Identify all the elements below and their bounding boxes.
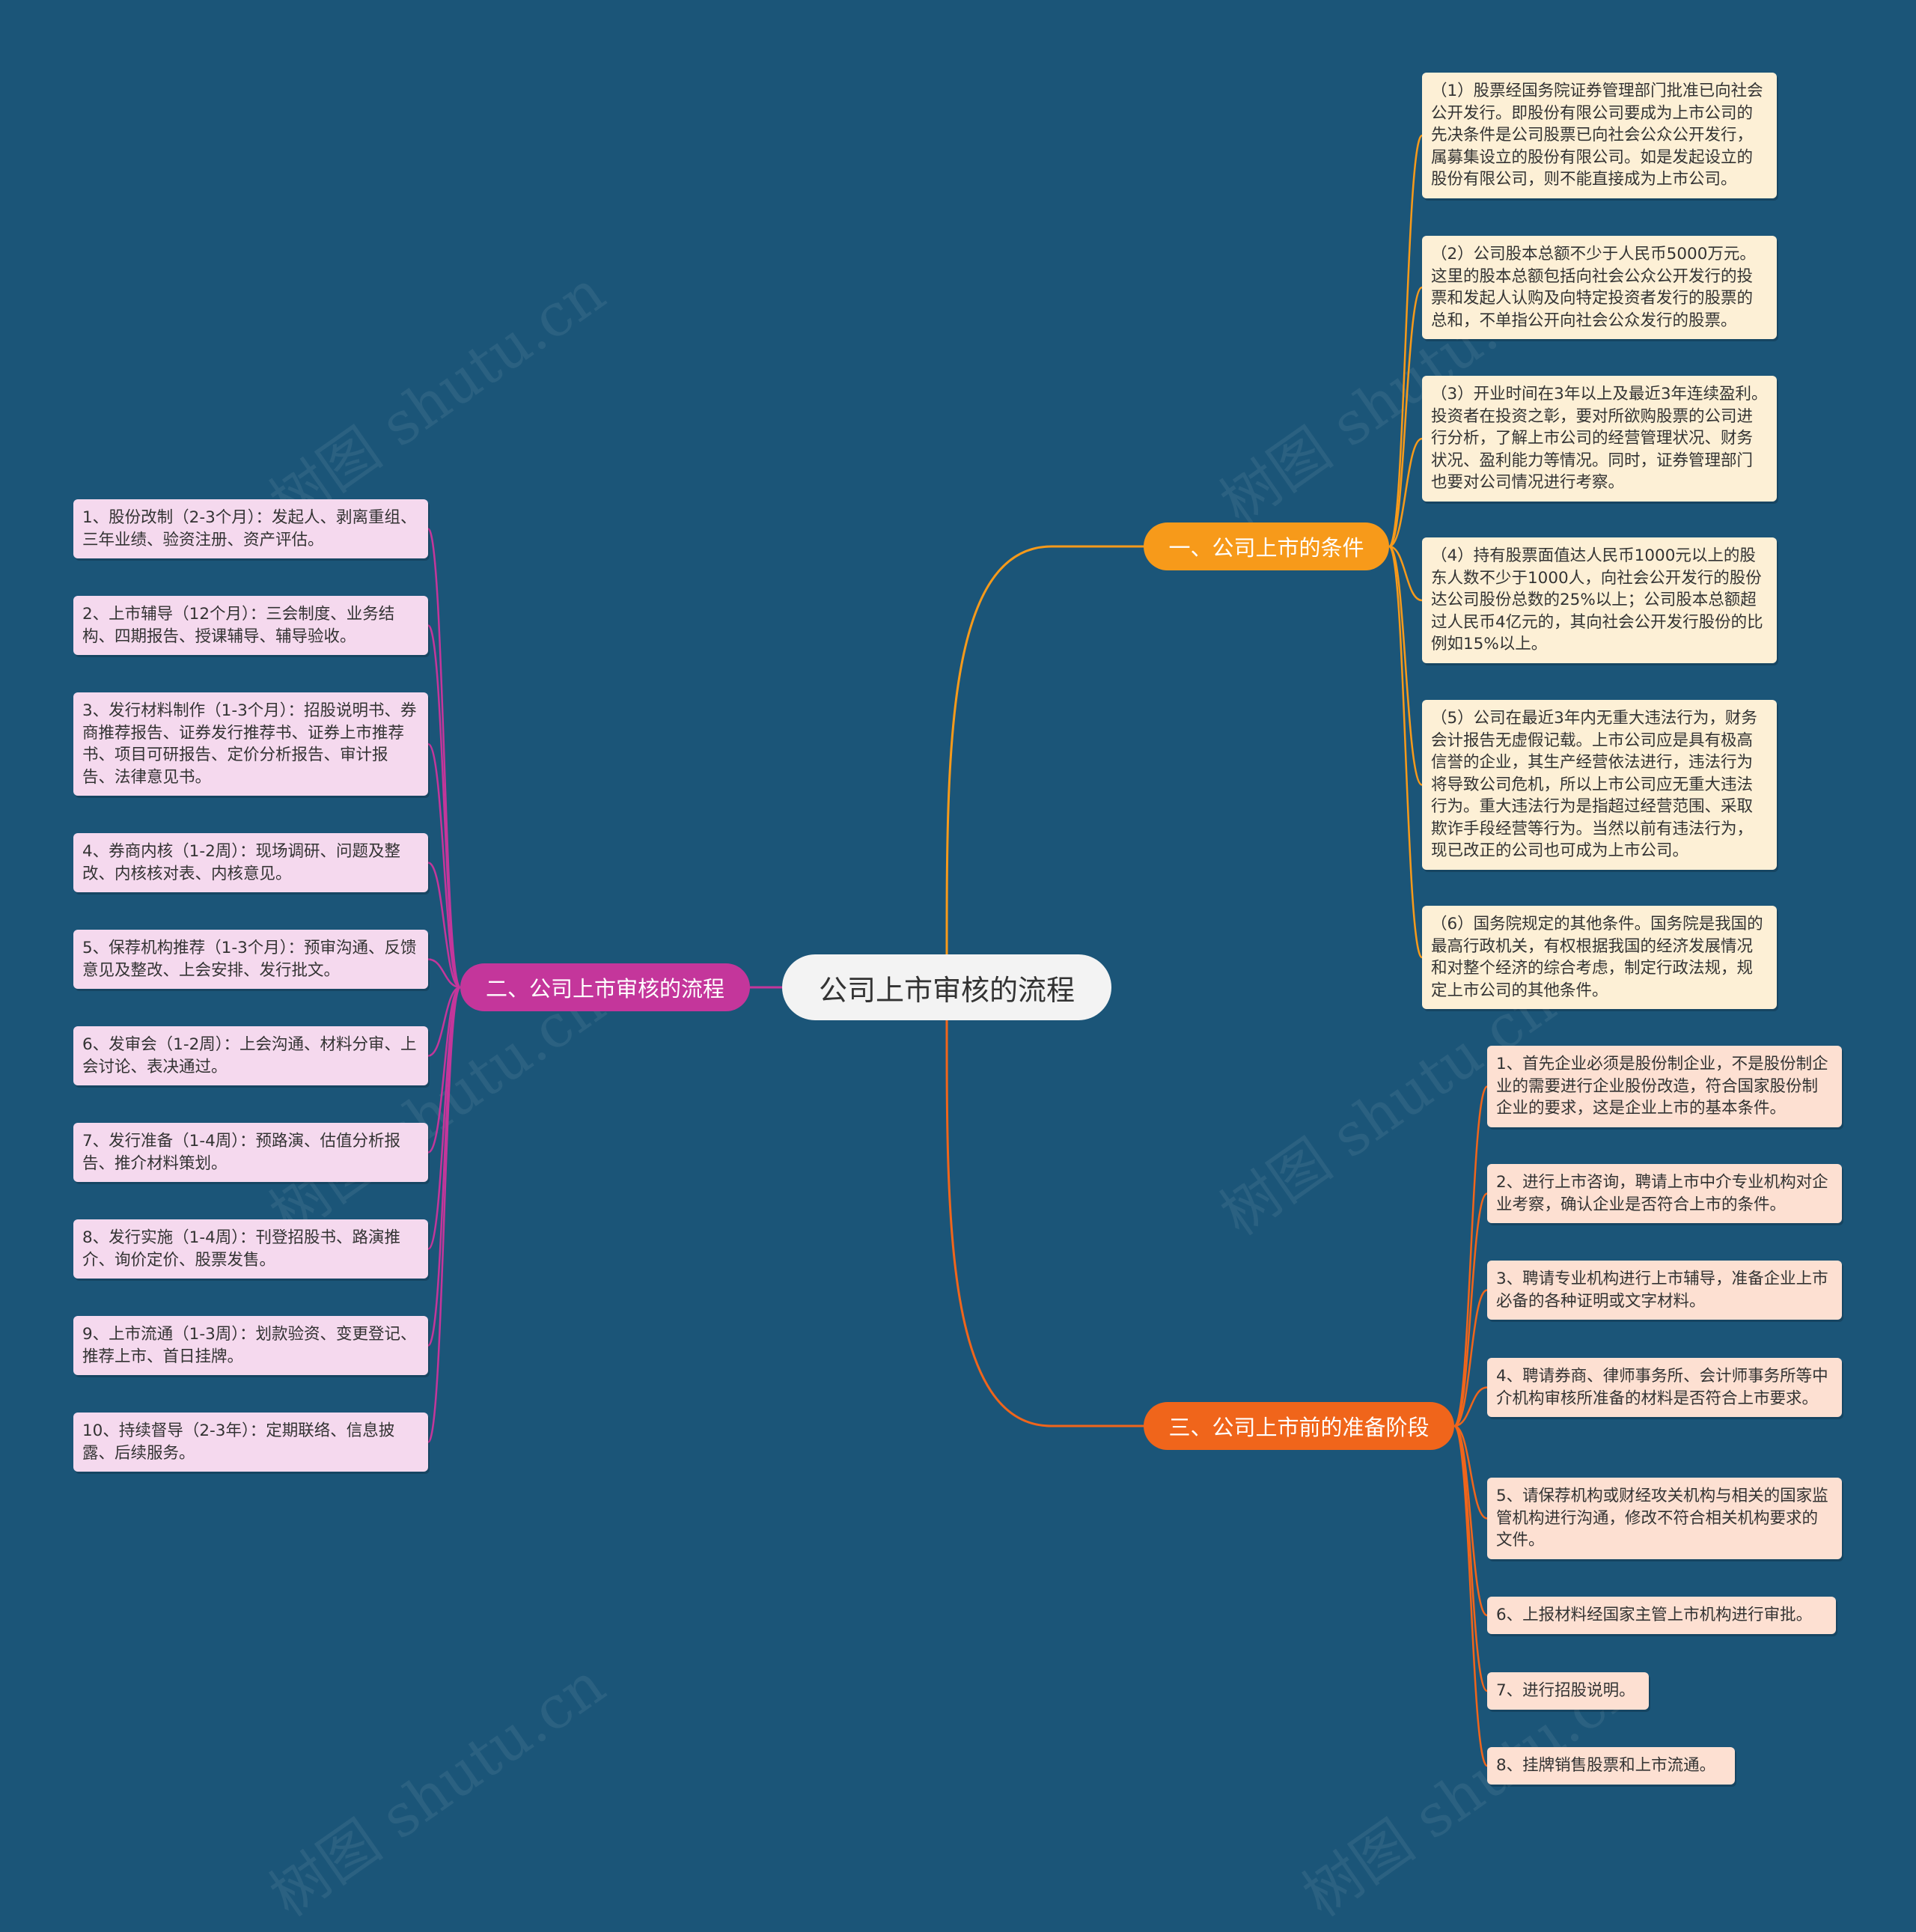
preparation-step[interactable]: 8、挂牌销售股票和上市流通。 xyxy=(1487,1747,1735,1785)
process-step[interactable]: 3、发行材料制作（1-3个月）：招股说明书、券商推荐报告、证券发行推荐书、证券上… xyxy=(73,692,428,796)
process-step[interactable]: 10、持续督导（2-3年）：定期联络、信息披露、后续服务。 xyxy=(73,1413,428,1472)
preparation-step[interactable]: 1、首先企业必须是股份制企业，不是股份制企业的需要进行企业股份改造，符合国家股份… xyxy=(1487,1046,1842,1127)
branch-leaf-connector xyxy=(1388,437,1423,548)
process-step[interactable]: 8、发行实施（1-4周）：刊登招股书、路演推介、询价定价、股票发售。 xyxy=(73,1219,428,1279)
branch-leaf-connector xyxy=(1453,1424,1488,1617)
preparation-step[interactable]: 7、进行招股说明。 xyxy=(1487,1672,1649,1710)
branch-leaf-connector xyxy=(427,862,461,989)
branch-leaf-connector xyxy=(427,743,462,989)
branch-conditions[interactable]: 一、公司上市的条件 xyxy=(1144,522,1389,570)
process-step[interactable]: 5、保荐机构推荐（1-3个月）：预审沟通、反馈意见及整改、上会安排、发行批文。 xyxy=(73,930,428,989)
branch-leaf-connector xyxy=(1453,1386,1488,1427)
preparation-step[interactable]: 4、聘请券商、律师事务所、会计师事务所等中介机构审核所准备的材料是否符合上市要求… xyxy=(1487,1358,1842,1417)
branch-leaf-connector xyxy=(1388,545,1423,786)
root-topic[interactable]: 公司上市审核的流程 xyxy=(782,954,1111,1020)
process-step[interactable]: 7、发行准备（1-4周）：预路演、估值分析报告、推介材料策划。 xyxy=(73,1123,428,1182)
branch-leaf-connector xyxy=(1453,1424,1488,1520)
mind-map-canvas: 树图 shutu.cn 树图 shutu.cn 树图 shutu.cn 树图 s… xyxy=(73,73,1842,1930)
condition-item[interactable]: （3）开业时间在3年以上及最近3年连续盈利。投资者在投资之彰，要对所欲购股票的公… xyxy=(1422,376,1777,502)
root-branch-connector xyxy=(945,545,1144,955)
condition-item[interactable]: （2）公司股本总额不少于人民币5000万元。这里的股本总额包括向社会公众公开发行… xyxy=(1422,236,1777,339)
branch-leaf-connector xyxy=(1453,1289,1488,1427)
process-step[interactable]: 6、发审会（1-2周）：上会沟通、材料分审、上会讨论、表决通过。 xyxy=(73,1026,428,1085)
branch-leaf-connector xyxy=(1453,1085,1489,1427)
process-step[interactable]: 2、上市辅导（12个月）：三会制度、业务结构、四期报告、授课辅导、辅导验收。 xyxy=(73,596,428,655)
branch-leaf-connector xyxy=(427,528,462,989)
branch-leaf-connector xyxy=(1388,545,1424,959)
watermark: 树图 shutu.cn xyxy=(258,258,617,538)
preparation-step[interactable]: 2、进行上市咨询，聘请上市中介专业机构对企业考察，确认企业是否符合上市的条件。 xyxy=(1487,1164,1842,1223)
branch-leaf-connector xyxy=(1388,545,1423,602)
branch-leaf-connector xyxy=(1453,1192,1488,1427)
watermark: 树图 shutu.cn xyxy=(258,1651,617,1931)
preparation-step[interactable]: 5、请保荐机构或财经攻关机构与相关的国家监管机构进行沟通，修改不符合相关机构要求… xyxy=(1487,1478,1842,1559)
process-step[interactable]: 4、券商内核（1-2周）：现场调研、问题及整改、内核核对表、内核意见。 xyxy=(73,833,428,892)
branch-leaf-connector xyxy=(427,624,462,989)
branch-review-process[interactable]: 二、公司上市审核的流程 xyxy=(460,963,750,1011)
condition-item[interactable]: （1）股票经国务院证券管理部门批准已向社会公开发行。即股份有限公司要成为上市公司… xyxy=(1422,73,1777,198)
branch-leaf-connector xyxy=(1453,1424,1489,1692)
preparation-step[interactable]: 3、聘请专业机构进行上市辅导，准备企业上市必备的各种证明或文字材料。 xyxy=(1487,1261,1842,1320)
condition-item[interactable]: （5）公司在最近3年内无重大违法行为，财务会计报告无虚假记载。上市公司应是具有极… xyxy=(1422,700,1777,870)
preparation-step[interactable]: 6、上报材料经国家主管上市机构进行审批。 xyxy=(1487,1597,1836,1634)
branch-leaf-connector xyxy=(1453,1424,1489,1767)
process-step[interactable]: 1、股份改制（2-3个月）：发起人、剥离重组、三年业绩、验资注册、资产评估。 xyxy=(73,499,428,558)
root-branch-connector xyxy=(945,1020,1144,1427)
branch-preparation-stage[interactable]: 三、公司上市前的准备阶段 xyxy=(1144,1402,1454,1450)
process-step[interactable]: 9、上市流通（1-3周）：划款验资、变更登记、推荐上市、首日挂牌。 xyxy=(73,1316,428,1375)
branch-leaf-connector xyxy=(427,958,461,989)
condition-item[interactable]: （4）持有股票面值达人民币1000元以上的股东人数不少于1000人，向社会公开发… xyxy=(1422,537,1777,663)
condition-item[interactable]: （6）国务院规定的其他条件。国务院是我国的最高行政机关，有权根据我国的经济发展情… xyxy=(1422,906,1777,1009)
